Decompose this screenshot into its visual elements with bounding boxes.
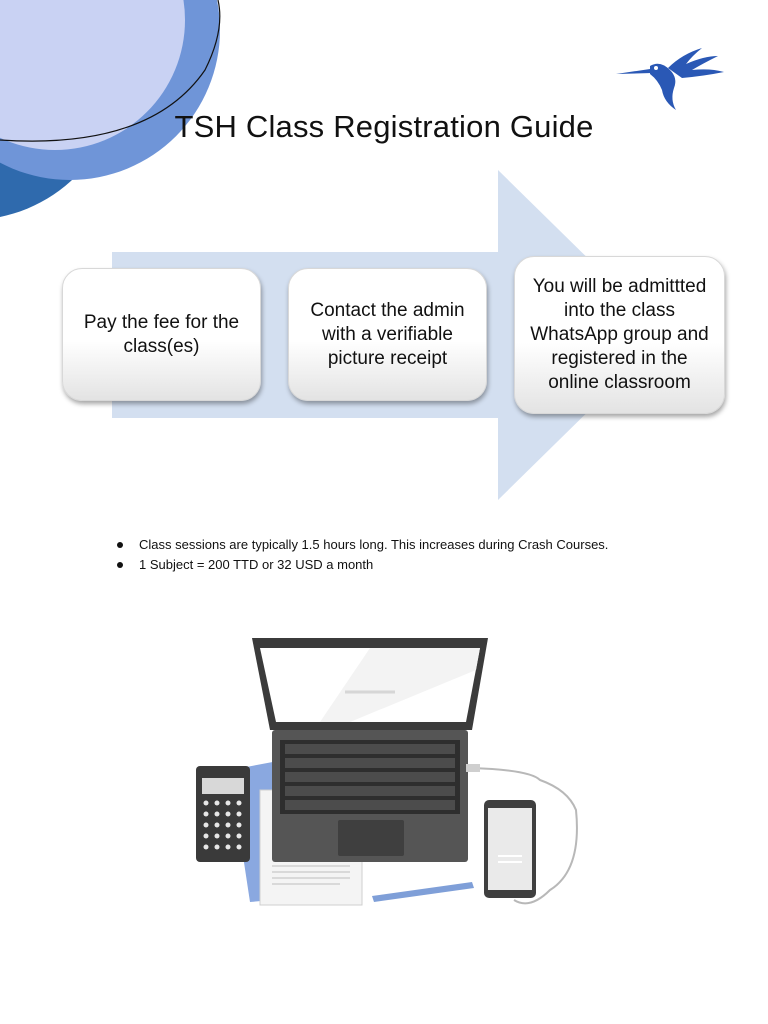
note-text: 1 Subject = 200 TTD or 32 USD a month xyxy=(139,557,374,572)
step-3-label: You will be admittted into the class Wha… xyxy=(530,276,709,393)
step-3-admitted: You will be admittted into the class Wha… xyxy=(514,256,725,414)
laptop-desk-illustration xyxy=(196,638,578,906)
pen-icon xyxy=(372,882,474,902)
notes-list: Class sessions are typically 1.5 hours l… xyxy=(114,535,608,575)
calculator-icon xyxy=(196,766,250,862)
step-2-label: Contact the admin with a verifiable pict… xyxy=(310,299,465,369)
bullet-icon xyxy=(117,542,123,548)
step-2-contact-admin: Contact the admin with a verifiable pict… xyxy=(288,268,487,401)
smartphone-icon xyxy=(484,800,536,898)
note-text: Class sessions are typically 1.5 hours l… xyxy=(139,537,609,552)
charging-cable xyxy=(471,767,578,905)
decorative-corner-circles xyxy=(0,0,221,217)
note-item: 1 Subject = 200 TTD or 32 USD a month xyxy=(114,555,608,575)
hummingbird-icon xyxy=(616,48,724,110)
note-item: Class sessions are typically 1.5 hours l… xyxy=(114,535,608,555)
thin-arc-line xyxy=(0,0,221,142)
light-blue-circle xyxy=(0,0,185,150)
bullet-icon xyxy=(117,562,123,568)
laptop-icon xyxy=(252,638,488,862)
step-1-pay-fee: Pay the fee for the class(es) xyxy=(62,268,261,401)
step-1-label: Pay the fee for the class(es) xyxy=(83,311,240,357)
page-title: TSH Class Registration Guide xyxy=(174,108,594,144)
